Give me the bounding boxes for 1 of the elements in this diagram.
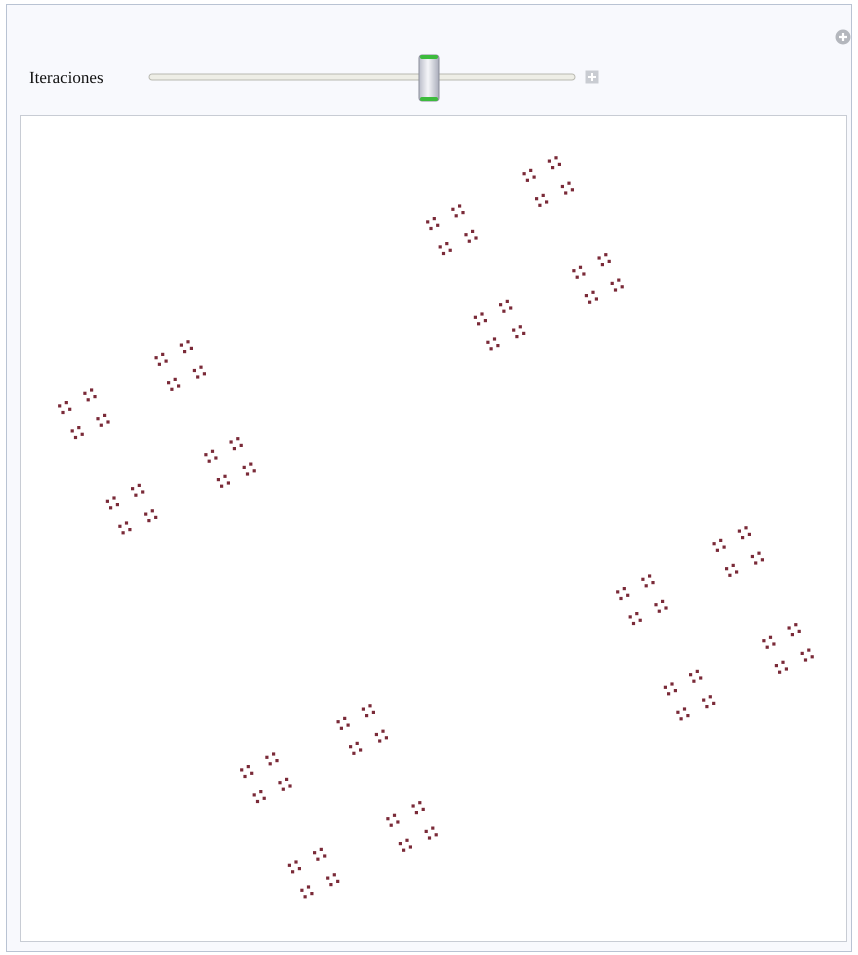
slider-label: Iteraciones — [29, 68, 104, 88]
